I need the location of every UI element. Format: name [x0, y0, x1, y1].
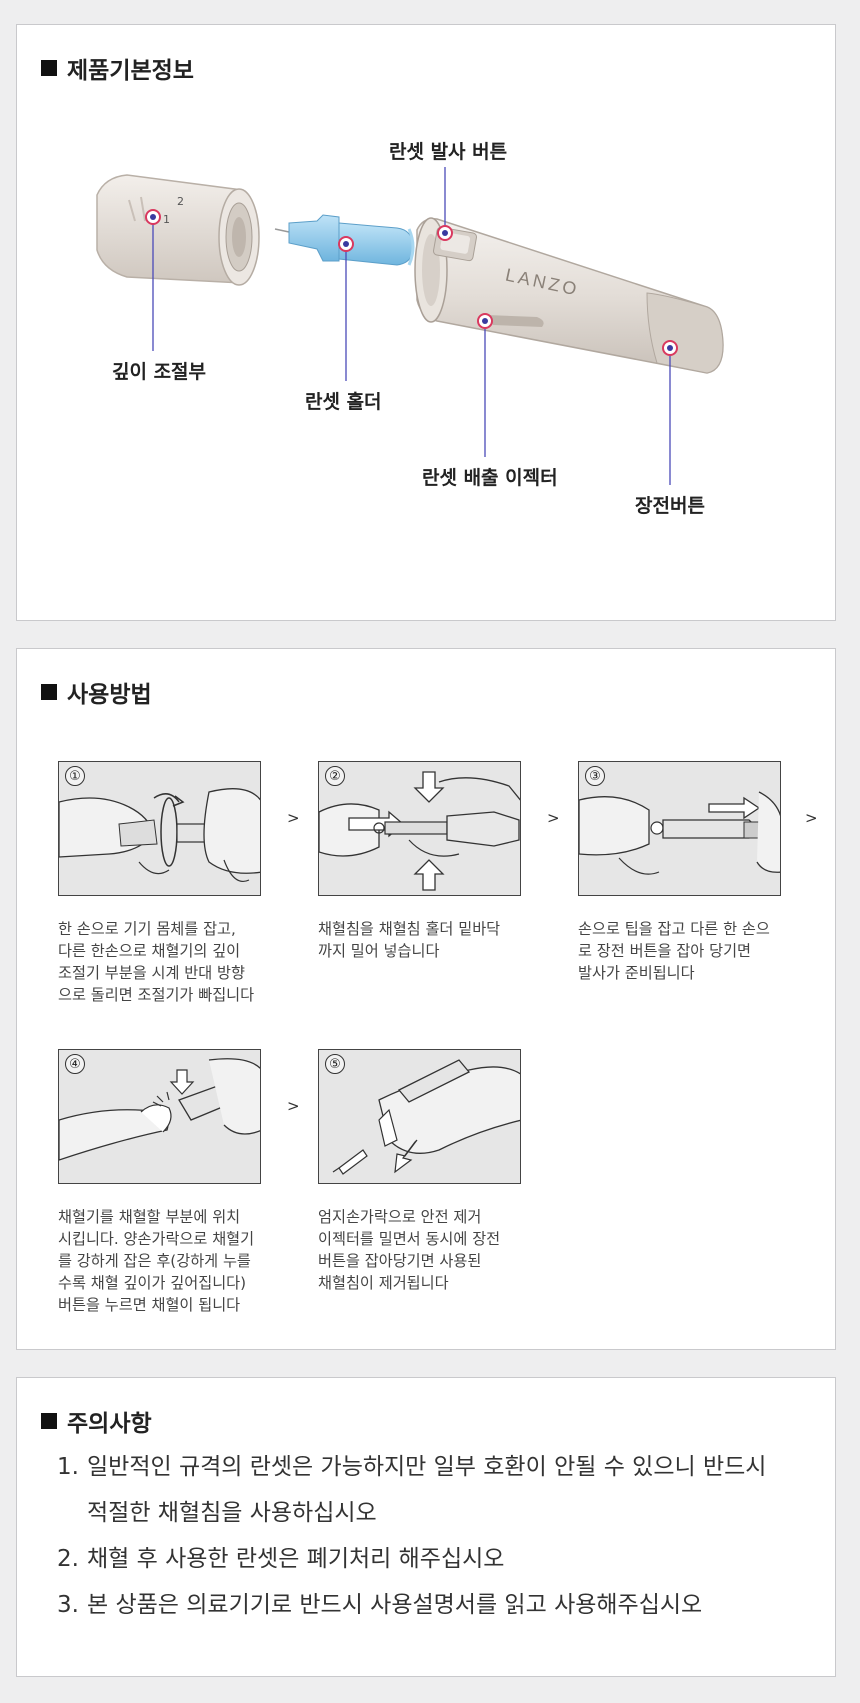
caution-item-1-number: 1.	[57, 1454, 79, 1480]
step-5-number: ⑤	[325, 1054, 345, 1074]
dial-mark-2: 2	[177, 195, 184, 208]
callout-firing-button: 란셋 발사 버튼	[389, 141, 508, 163]
step-1-illustration: ①	[58, 761, 261, 896]
step-2-illustration: ②	[318, 761, 521, 896]
caution-title: 주의사항	[41, 1404, 152, 1438]
dial-mark-1: 1	[163, 213, 170, 226]
step-1-text: 한 손으로 기기 몸체를 잡고, 다른 한손으로 채혈기의 깊이 조절기 부분을…	[58, 920, 255, 1004]
callout-cocking-button: 장전버튼	[635, 495, 705, 517]
usage-step-4: ④ 채혈기를 채혈할 부분에 위치 시킵니다. 양손가락으로 채혈기 를 강하게…	[58, 1049, 288, 1316]
caution-item-3-number: 3.	[57, 1592, 79, 1618]
callout-lines	[152, 167, 671, 485]
step-3-illustration: ③	[578, 761, 781, 896]
usage-step-1: ① 한 손으로 기기 몸체를 잡고, 다른 한손으로 채혈기의 깊이 조절기 부…	[58, 761, 288, 1006]
caution-item-1: 1. 일반적인 규격의 란셋은 가능하지만 일부 호환이 안될 수 있으니 반드…	[57, 1450, 817, 1530]
step-3-text: 손으로 팁을 잡고 다른 한 손으 로 장전 버튼을 잡아 당기면 발사가 준비…	[578, 920, 770, 982]
usage-step-5: ⑤ 엄지손가락으로 안전 제거 이젝터를 밀면서 동시에 장전 버튼을 잡아당기…	[318, 1049, 548, 1294]
callout-depth-adjuster: 깊이 조절부	[112, 361, 207, 383]
caution-item-3-text: 본 상품은 의료기기로 반드시 사용설명서를 읽고 사용해주십시오	[87, 1592, 703, 1618]
caution-item-3: 3. 본 상품은 의료기기로 반드시 사용설명서를 읽고 사용해주십시오	[57, 1588, 817, 1622]
callout-lancet-holder: 란셋 홀더	[305, 391, 382, 413]
cocking-device-image	[579, 791, 780, 875]
step-arrow-3: >	[805, 809, 818, 827]
square-bullet-icon	[41, 60, 57, 76]
step-4-illustration: ④	[58, 1049, 261, 1184]
usage-step-3: ③ 손으로 팁을 잡고 다른 한 손으 로 장전 버튼을 잡아 당기면 발사가 …	[578, 761, 808, 984]
device-body: LANZO	[414, 217, 724, 374]
caution-item-1-line2: 적절한 채혈침을 사용하십시오	[87, 1500, 377, 1526]
lancet-device-illustration: 1 2 LANZO	[96, 167, 724, 485]
usage-title: 사용방법	[41, 675, 152, 709]
product-info-title: 제품기본정보	[41, 51, 194, 85]
step-3-number: ③	[585, 766, 605, 786]
depth-adjuster-cap: 1 2	[96, 174, 260, 286]
square-bullet-icon	[41, 684, 57, 700]
inserting-lancet-image	[319, 771, 520, 891]
caution-item-2-number: 2.	[57, 1546, 79, 1572]
caution-item-2: 2. 채혈 후 사용한 란셋은 폐기처리 해주십시오	[57, 1542, 817, 1576]
step-4-text: 채혈기를 채혈할 부분에 위치 시킵니다. 양손가락으로 채혈기 를 강하게 잡…	[58, 1208, 255, 1314]
step-arrow-1: >	[287, 809, 300, 827]
step-2-text: 채혈침을 채혈침 홀더 밑바닥 까지 밀어 넣습니다	[318, 920, 501, 960]
usage-panel: 사용방법 ① 한 손으로 기기 몸체를 잡고, 다른 한손으로 채혈기의 깊이 …	[16, 648, 836, 1350]
step-4-number: ④	[65, 1054, 85, 1074]
step-2-number: ②	[325, 766, 345, 786]
step-arrow-2: >	[547, 809, 560, 827]
step-5-illustration: ⑤	[318, 1049, 521, 1184]
callout-markers	[145, 209, 678, 356]
hands-twisting-cap-image	[59, 788, 260, 882]
caution-item-2-text: 채혈 후 사용한 란셋은 폐기처리 해주십시오	[87, 1546, 505, 1572]
caution-panel: 주의사항 1. 일반적인 규격의 란셋은 가능하지만 일부 호환이 안될 수 있…	[16, 1377, 836, 1677]
product-info-panel: 제품기본정보 1 2	[16, 24, 836, 621]
step-arrow-4: >	[287, 1097, 300, 1115]
caution-item-1-line1: 일반적인 규격의 란셋은 가능하지만 일부 호환이 안될 수 있으니 반드시	[87, 1454, 767, 1480]
callout-ejector: 란셋 배출 이젝터	[422, 467, 558, 489]
lancet-holder-part	[274, 214, 415, 266]
ejecting-lancet-image	[332, 1059, 520, 1175]
pricking-finger-image	[59, 1058, 260, 1161]
square-bullet-icon	[41, 1413, 57, 1429]
caution-list: 1. 일반적인 규격의 란셋은 가능하지만 일부 호환이 안될 수 있으니 반드…	[57, 1450, 817, 1634]
usage-step-2: ② 채혈침을 채혈침 홀더 밑바닥 까지 밀어 넣습니다	[318, 761, 548, 962]
step-5-text: 엄지손가락으로 안전 제거 이젝터를 밀면서 동시에 장전 버튼을 잡아당기면 …	[318, 1208, 501, 1292]
step-1-number: ①	[65, 766, 85, 786]
